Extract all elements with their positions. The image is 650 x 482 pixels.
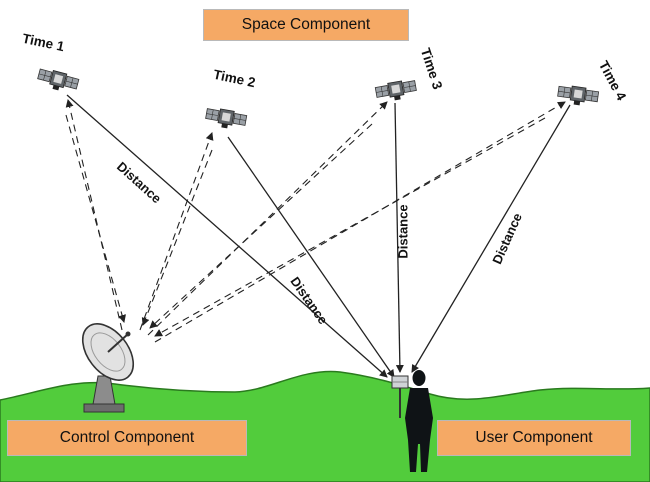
control-links bbox=[65, 99, 566, 343]
satellite-icon bbox=[374, 78, 418, 104]
satellite-icon bbox=[556, 83, 600, 109]
satellite-icon bbox=[204, 106, 248, 132]
space-component-box: Space Component bbox=[203, 9, 409, 41]
distance-label-3: Distance bbox=[395, 204, 411, 259]
satellite-dish-icon bbox=[81, 323, 135, 413]
control-component-box: Control Component bbox=[7, 420, 247, 456]
space-component-label: Space Component bbox=[241, 16, 371, 33]
user-component-box: User Component bbox=[437, 420, 631, 456]
distance-lines bbox=[66, 94, 571, 378]
satellite-icon bbox=[35, 66, 80, 96]
user-component-label: User Component bbox=[475, 429, 593, 446]
person-silhouette-icon bbox=[405, 370, 433, 472]
control-component-label: Control Component bbox=[59, 429, 195, 446]
gps-receiver-icon bbox=[391, 375, 409, 418]
